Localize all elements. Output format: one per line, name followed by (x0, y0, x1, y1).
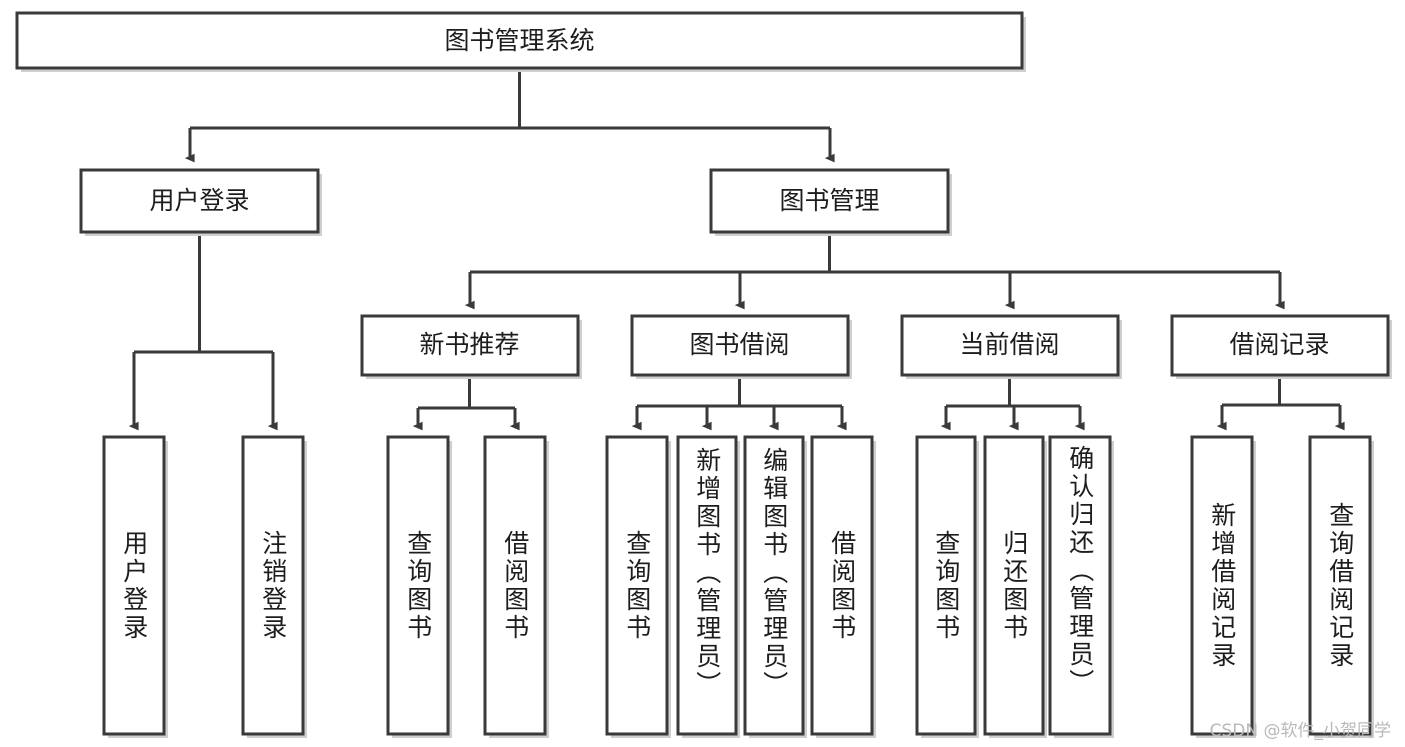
leaf-return-book-box[interactable] (983, 435, 1045, 736)
leaf-logout-login-box[interactable] (241, 435, 305, 736)
node-leaf-confirm-return[interactable] (1048, 435, 1114, 738)
leaf-add-book-box[interactable] (676, 435, 738, 736)
leaf-add-borrow-record-box[interactable] (1190, 435, 1254, 736)
book-manage-label: 图书管理 (779, 186, 879, 215)
book-borrow-box[interactable] (630, 314, 850, 377)
connector-layer (128, 68, 1345, 431)
borrow-record-label: 借阅记录 (1229, 330, 1329, 359)
borrow-record-box[interactable] (1170, 314, 1390, 377)
node-book-manage[interactable]: 图书管理 (709, 168, 952, 236)
node-leaf-add-book[interactable] (676, 435, 740, 738)
node-current-borrow[interactable]: 当前借阅 (900, 314, 1122, 379)
node-leaf-query-book-1[interactable] (386, 435, 452, 738)
node-leaf-borrow-book-1[interactable] (483, 435, 549, 738)
node-leaf-add-borrow-record[interactable] (1190, 435, 1256, 738)
node-root[interactable]: 图书管理系统 (15, 11, 1026, 72)
leaf-confirm-return-box[interactable] (1048, 435, 1112, 736)
leaf-edit-book-box[interactable] (743, 435, 805, 736)
node-leaf-logout-login[interactable] (241, 435, 307, 738)
node-leaf-query-borrow-record[interactable] (1308, 435, 1374, 738)
root-box[interactable] (15, 11, 1024, 70)
current-borrow-label: 当前借阅 (959, 330, 1059, 359)
root-label: 图书管理系统 (444, 26, 594, 55)
node-leaf-query-book-3[interactable] (915, 435, 979, 738)
book-manage-box[interactable] (709, 168, 950, 234)
user-login-box[interactable] (79, 168, 320, 234)
leaf-borrow-book-1-box[interactable] (483, 435, 547, 736)
node-borrow-record[interactable]: 借阅记录 (1170, 314, 1392, 379)
node-leaf-user-login[interactable] (102, 435, 168, 738)
node-leaf-borrow-book-2[interactable] (810, 435, 876, 738)
leaf-query-borrow-record-box[interactable] (1308, 435, 1372, 736)
leaf-query-book-3-box[interactable] (915, 435, 977, 736)
new-book-recommend-box[interactable] (360, 314, 580, 377)
book-borrow-label: 图书借阅 (689, 330, 789, 359)
leaf-query-book-1-box[interactable] (386, 435, 450, 736)
node-leaf-return-book[interactable] (983, 435, 1047, 738)
node-new-book-recommend[interactable]: 新书推荐 (360, 314, 582, 379)
csdn-watermark: CSDN @软件_小贺同学 (1209, 721, 1391, 741)
node-leaf-edit-book[interactable] (743, 435, 807, 738)
current-borrow-box[interactable] (900, 314, 1120, 377)
node-leaf-query-book-2[interactable] (605, 435, 671, 738)
node-user-login[interactable]: 用户登录 (79, 168, 322, 236)
leaf-query-book-2-box[interactable] (605, 435, 669, 736)
user-login-label: 用户登录 (149, 186, 249, 215)
leaf-borrow-book-2-box[interactable] (810, 435, 874, 736)
leaf-user-login-box[interactable] (102, 435, 166, 736)
node-book-borrow[interactable]: 图书借阅 (630, 314, 852, 379)
leaf-layer (102, 435, 1374, 738)
new-book-recommend-label: 新书推荐 (419, 330, 519, 359)
